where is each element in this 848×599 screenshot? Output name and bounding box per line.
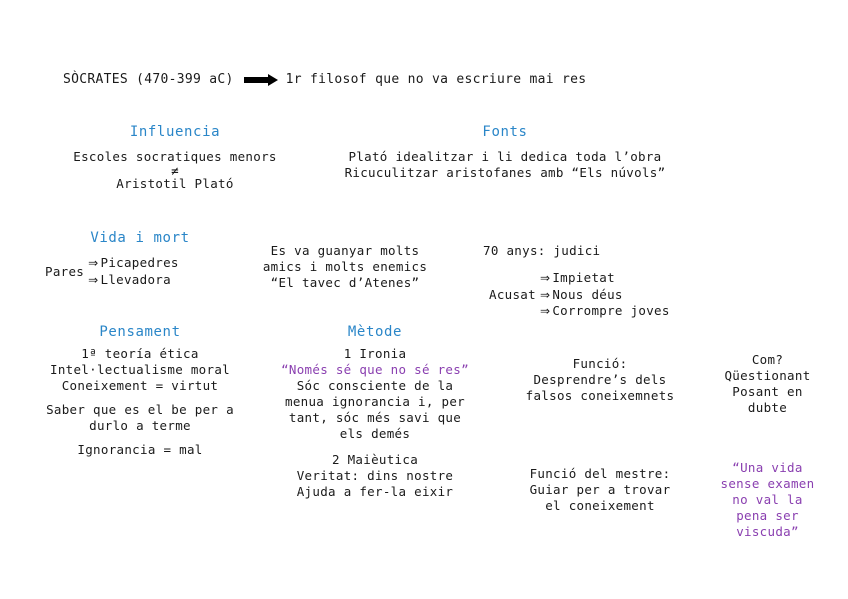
maieutica-line: Ajuda a fer-la eixir [296, 484, 454, 499]
pensament-line: Ignorancia = mal [77, 442, 203, 457]
pares-item: ⇒Picapedres [88, 255, 179, 270]
section-pensament: Pensament 1ª teoría ética Intel·lectuali… [30, 324, 250, 458]
funcio-line: falsos coneixemnets [525, 388, 675, 403]
pensament-line: 1ª teoría ética [81, 346, 199, 361]
influencia-line: Escoles socratiques menors [73, 149, 277, 164]
page-subtitle: 1r filosof que no va escriure mai res [285, 72, 587, 87]
com-line: Qüestionant [724, 368, 811, 383]
page-title: SÒCRATES (470-399 aC) [63, 72, 234, 87]
quote-line: pena ser [736, 508, 799, 523]
thick-right-arrow-icon [243, 73, 278, 86]
section-metode: Mètode 1 Ironia “Només sé que no sé res”… [260, 324, 490, 500]
ironia-quote: “Només sé que no sé res” [281, 362, 469, 377]
acusat-label: Acusat [489, 287, 536, 303]
implies-arrow-icon: ⇒ [539, 287, 551, 302]
pensament-line: durlo a terme [89, 418, 191, 433]
pensament-line: Intel·lectualisme moral [50, 362, 230, 377]
pares-list: Pares ⇒Picapedres ⇒Llevadora [45, 255, 179, 288]
com-line: Posant en [732, 384, 803, 399]
implies-arrow-icon: ⇒ [88, 272, 99, 287]
ironia-title: 1 Ironia [343, 346, 407, 361]
acusat-item: ⇒Impietat [539, 270, 615, 285]
heading-metode: Mètode [347, 324, 403, 340]
heading-fonts: Fonts [482, 124, 528, 140]
maieutica-line: 2 Maièutica [331, 452, 419, 467]
acusat-item: ⇒Corrompre joves [539, 303, 670, 318]
amics-block: Es va guanyar molts amics i molts enemic… [245, 243, 445, 291]
implies-arrow-icon: ⇒ [539, 304, 551, 318]
heading-influencia: Influencia [129, 124, 221, 140]
quote-line: viscuda” [736, 524, 799, 539]
heading-pensament: Pensament [99, 324, 181, 340]
implies-arrow-icon: ⇒ [88, 256, 99, 270]
amics-line: Es va guanyar molts [270, 243, 420, 258]
mestre-line: el coneixement [545, 498, 655, 513]
pares-label: Pares [45, 264, 85, 279]
mestre-line: Funció del mestre: [529, 466, 671, 481]
fonts-line: Ricuculitzar aristofanes amb “Els núvols… [344, 165, 666, 180]
amics-line: “El tavec d’Atenes” [270, 275, 420, 290]
pensament-line: Coneixement = virtut [61, 378, 219, 393]
judici-text: 70 anys: judici [483, 243, 601, 258]
section-influencia: Influencia Escoles socratiques menors ≠ … [60, 124, 290, 192]
section-fonts: Fonts Plató idealitzar i li dedica toda … [320, 124, 690, 181]
quote-line: sense examen [720, 476, 815, 491]
pensament-line: Saber que es el be per a [46, 402, 234, 417]
maieutica-line: Veritat: dins nostre [296, 468, 454, 483]
funcio-line: Funció: [572, 356, 628, 371]
fonts-line: Plató idealitzar i li dedica toda l’obra [348, 149, 662, 164]
section-funcio-mestre: Funció del mestre: Guiar per a trovar el… [500, 466, 700, 514]
com-line: Com? [751, 352, 784, 367]
title-row: SÒCRATES (470-399 aC) 1r filosof que no … [63, 72, 586, 87]
not-equal-symbol: ≠ [171, 163, 179, 178]
com-line: dubte [747, 400, 788, 415]
ironia-line: Sóc consciente de la [296, 378, 454, 393]
quote-line: no val la [732, 492, 803, 507]
acusat-item: ⇒Nous déus [539, 286, 623, 302]
section-funcio: Funció: Desprendre’s dels falsos coneixe… [500, 356, 700, 404]
ironia-line: els demés [339, 426, 411, 441]
influencia-line: Aristotil Plató [116, 176, 234, 191]
ironia-line: tant, sóc més savi que [288, 410, 462, 425]
quote-line: “Una vida [732, 460, 803, 475]
implies-arrow-icon: ⇒ [539, 271, 551, 285]
acusat-list: Acusat ⇒Impietat ⇒Nous déus ⇒Corrompre j… [489, 270, 670, 320]
quote-vida-examen: “Una vida sense examen no val la pena se… [700, 460, 835, 540]
heading-vida-container: Vida i mort [60, 230, 220, 246]
section-com: Com? Qüestionant Posant en dubte [700, 352, 835, 416]
funcio-line: Desprendre’s dels [533, 372, 667, 387]
pares-item: ⇒Llevadora [88, 271, 171, 287]
mestre-line: Guiar per a trovar [529, 482, 671, 497]
heading-vida-i-mort: Vida i mort [90, 230, 190, 246]
amics-line: amics i molts enemics [262, 259, 428, 274]
ironia-line: menua ignorancia i, per [285, 394, 465, 409]
